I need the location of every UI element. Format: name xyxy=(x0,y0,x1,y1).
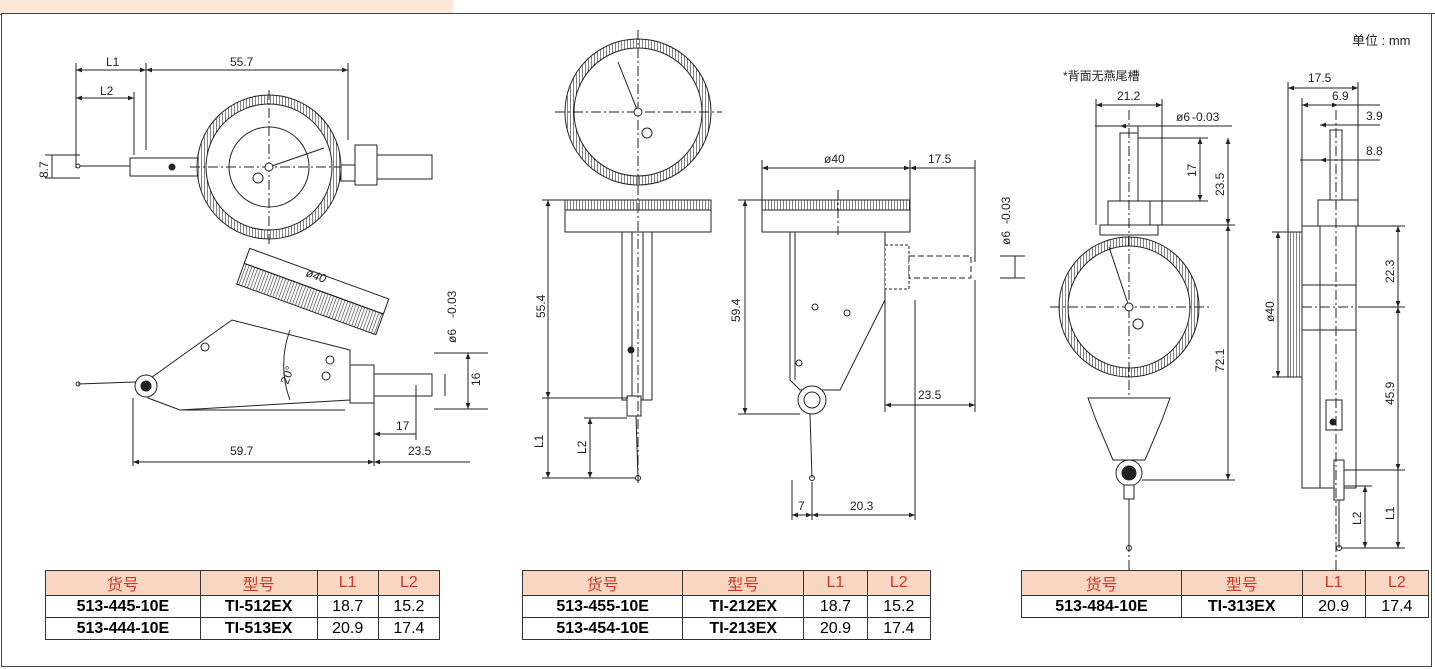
col-header: 型号 xyxy=(199,570,318,596)
col-header: L2 xyxy=(1364,570,1430,596)
v1-tol-label: -0.03 xyxy=(445,290,459,318)
v2-L2-label: L2 xyxy=(575,440,589,454)
spec-table-3: 货号 型号 L1 L2 513-484-10E TI-313EX 20.9 17… xyxy=(1021,570,1430,618)
v2-dia40-label: ø40 xyxy=(824,152,845,166)
v2-554-label: 55.4 xyxy=(534,294,548,318)
v3-223-label: 22.3 xyxy=(1383,259,1397,283)
cell-code: 513-445-10E xyxy=(45,595,201,618)
v3-459-label: 45.9 xyxy=(1383,381,1397,405)
v1-597-label: 59.7 xyxy=(230,444,254,458)
col-header: 型号 xyxy=(1180,570,1303,596)
v2-dia6-label: ø6 xyxy=(999,231,1013,245)
v1-17-label: 17 xyxy=(396,419,410,433)
v1-L1-label: L1 xyxy=(106,55,120,69)
cell-l2: 17.4 xyxy=(1364,595,1430,618)
cell-code: 513-455-10E xyxy=(521,595,684,618)
v3-69-label: 6.9 xyxy=(1332,89,1349,103)
view3-side xyxy=(1272,82,1405,580)
v3-L1-label: L1 xyxy=(1383,506,1397,520)
cell-model: TI-213EX xyxy=(682,617,805,640)
cell-model: TI-512EX xyxy=(199,595,318,618)
view1-front xyxy=(45,63,433,245)
v1-557-label: 55.7 xyxy=(230,55,254,69)
v3-235-label: 23.5 xyxy=(1213,172,1227,196)
cell-l1: 20.9 xyxy=(316,617,379,640)
cell-l1: 18.7 xyxy=(803,595,868,618)
view2-side xyxy=(738,160,1025,520)
col-header: 货号 xyxy=(1021,570,1182,596)
cell-l2: 15.2 xyxy=(377,595,441,618)
cell-model: TI-212EX xyxy=(682,595,805,618)
view3-note: *背面无燕尾槽 xyxy=(1063,69,1140,83)
cell-code: 513-484-10E xyxy=(1021,595,1182,618)
table-row: 513-444-10E TI-513EX 20.9 17.4 xyxy=(45,617,441,640)
v2-203-label: 20.3 xyxy=(850,499,874,513)
col-header: L2 xyxy=(866,570,932,596)
table-header-row: 货号 型号 L1 L2 xyxy=(45,570,441,596)
v2-7-label: 7 xyxy=(798,499,805,513)
v1-16-label: 16 xyxy=(469,372,483,386)
v3-dia40-label: ø40 xyxy=(1263,301,1277,322)
table-row: 513-484-10E TI-313EX 20.9 17.4 xyxy=(1021,595,1430,618)
col-header: L1 xyxy=(1301,570,1366,596)
v3-dia6-label: ø6 xyxy=(1176,110,1190,124)
col-header: 货号 xyxy=(521,570,684,596)
v3-721-label: 72.1 xyxy=(1213,348,1227,372)
view2-front xyxy=(542,30,722,485)
cell-l2: 17.4 xyxy=(866,617,932,640)
v1-dia6-label: ø6 xyxy=(445,329,459,343)
col-header: 货号 xyxy=(45,570,201,596)
cell-l1: 18.7 xyxy=(316,595,379,618)
col-header: L2 xyxy=(377,570,441,596)
view1-side xyxy=(75,247,488,466)
v1-87-label: 8.7 xyxy=(37,161,51,178)
cell-l1: 20.9 xyxy=(1301,595,1366,618)
v2-tol-label: -0.03 xyxy=(999,196,1013,224)
v1-dia40-label: ø40 xyxy=(304,266,329,286)
v2-L1-label: L1 xyxy=(532,434,546,448)
cell-l1: 20.9 xyxy=(803,617,868,640)
v3-tol-label: -0.03 xyxy=(1192,110,1220,124)
v2-235-label: 23.5 xyxy=(918,388,942,402)
v1-angle-label: 20° xyxy=(278,364,297,386)
spec-table-2: 货号 型号 L1 L2 513-455-10E TI-212EX 18.7 15… xyxy=(521,570,932,640)
v3-175-label: 17.5 xyxy=(1308,71,1332,85)
v3-17-label: 17 xyxy=(1185,163,1199,177)
table-header-row: 货号 型号 L1 L2 xyxy=(521,570,932,596)
table-row: 513-445-10E TI-512EX 18.7 15.2 xyxy=(45,595,441,618)
table-row: 513-455-10E TI-212EX 18.7 15.2 xyxy=(521,595,932,618)
v3-88-label: 8.8 xyxy=(1366,144,1383,158)
cell-model: TI-313EX xyxy=(1180,595,1303,618)
cell-code: 513-444-10E xyxy=(45,617,201,640)
col-header: L1 xyxy=(316,570,379,596)
col-header: 型号 xyxy=(682,570,805,596)
view3-front xyxy=(1050,99,1235,580)
v2-175-label: 17.5 xyxy=(928,152,952,166)
v3-212-label: 21.2 xyxy=(1117,89,1141,103)
v2-594-label: 59.4 xyxy=(729,298,743,322)
cell-model: TI-513EX xyxy=(199,617,318,640)
v1-235-label: 23.5 xyxy=(408,444,432,458)
v3-39-label: 3.9 xyxy=(1366,109,1383,123)
table-header-row: 货号 型号 L1 L2 xyxy=(1021,570,1430,596)
table-row: 513-454-10E TI-213EX 20.9 17.4 xyxy=(521,617,932,640)
unit-label: 单位 : mm xyxy=(1352,33,1411,48)
spec-table-1: 货号 型号 L1 L2 513-445-10E TI-512EX 18.7 15… xyxy=(45,570,441,640)
cell-code: 513-454-10E xyxy=(521,617,684,640)
cell-l2: 15.2 xyxy=(866,595,932,618)
col-header: L1 xyxy=(803,570,868,596)
cell-l2: 17.4 xyxy=(377,617,441,640)
v3-L2-label: L2 xyxy=(1350,511,1364,525)
v1-L2-label: L2 xyxy=(100,84,114,98)
